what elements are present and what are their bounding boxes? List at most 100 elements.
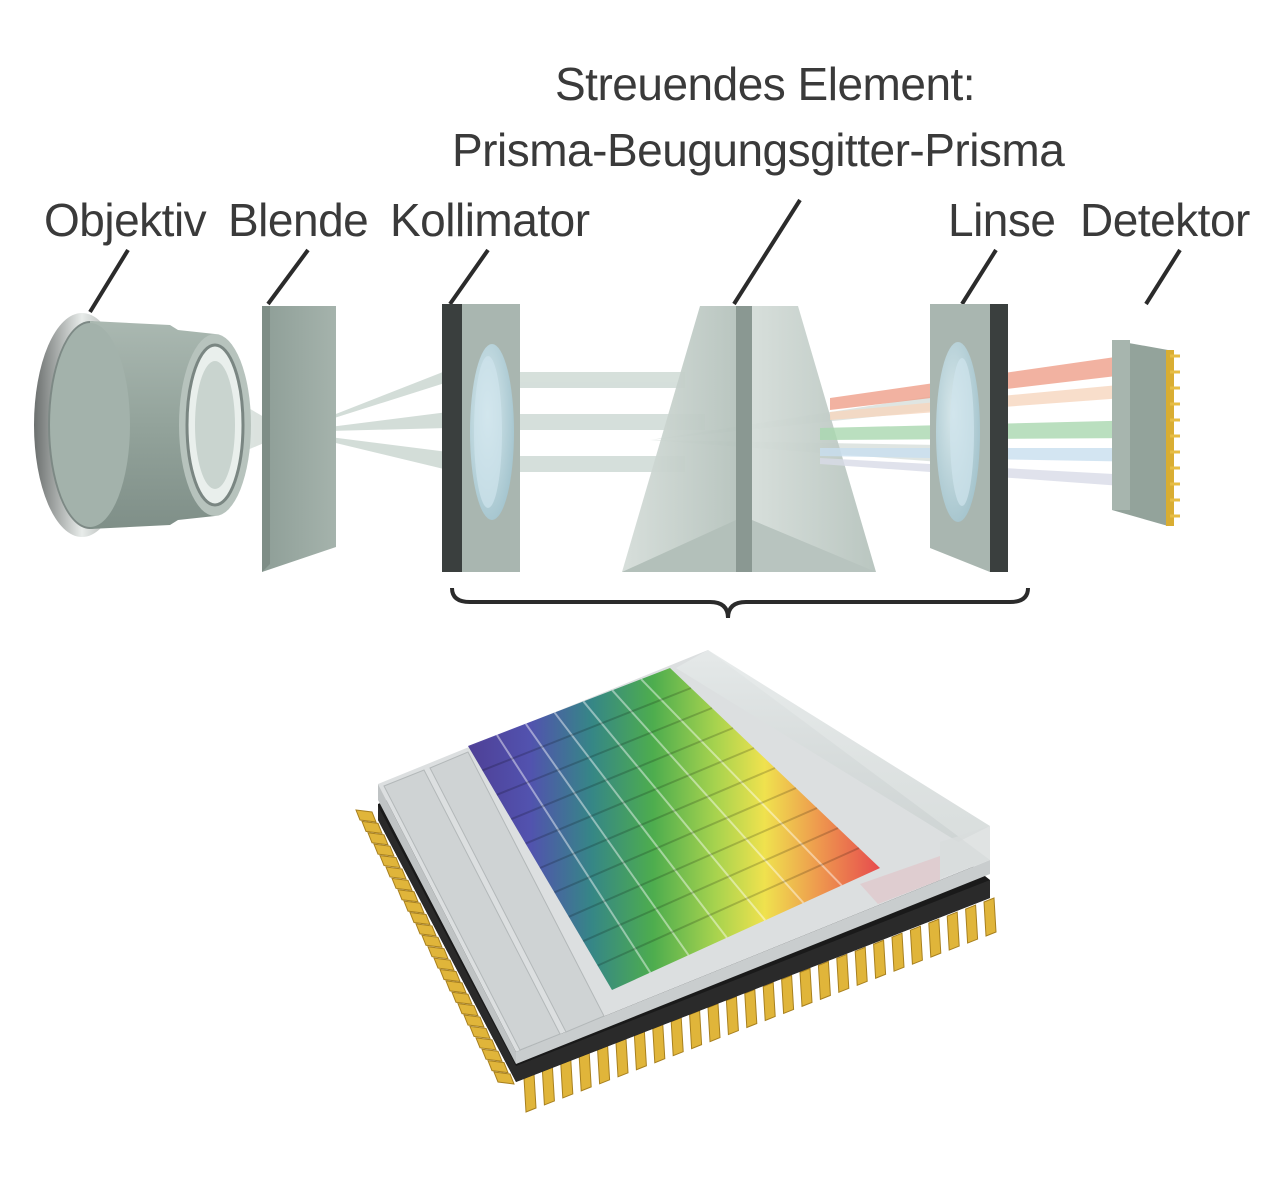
chip-pin bbox=[781, 974, 795, 1015]
pixel-grid-line bbox=[597, 847, 860, 967]
chip-pin bbox=[439, 968, 461, 983]
chip-pin bbox=[367, 832, 389, 846]
chip-pin bbox=[469, 1025, 491, 1040]
pixel-grid-line bbox=[554, 787, 797, 894]
leader-objektiv bbox=[88, 248, 130, 314]
chip-pin bbox=[836, 953, 850, 994]
chip-pin bbox=[427, 946, 449, 960]
leader-kollimator bbox=[448, 248, 490, 306]
chip-pin bbox=[817, 960, 831, 1001]
pixel-grid-line bbox=[496, 707, 713, 796]
chip-pin bbox=[397, 889, 419, 903]
pixel-grid-line bbox=[539, 767, 776, 869]
chip-pin bbox=[891, 932, 905, 972]
filter-stripes bbox=[496, 678, 843, 974]
chip-pins-left bbox=[355, 809, 515, 1085]
chip-pin bbox=[633, 1031, 647, 1071]
aperture-plate-icon bbox=[262, 306, 336, 572]
filter-stripe-divider bbox=[553, 711, 728, 939]
chip-pin bbox=[946, 911, 960, 951]
pixel-grid-line bbox=[582, 827, 839, 943]
chip-pin bbox=[475, 1037, 497, 1051]
chip-pin bbox=[670, 1016, 684, 1057]
chip-pin bbox=[799, 967, 813, 1008]
spectral-filter-array bbox=[468, 668, 880, 990]
chip-pin bbox=[965, 904, 979, 944]
collimator-lens-icon bbox=[442, 304, 520, 572]
filter-stripe-divider bbox=[611, 689, 805, 904]
beam-collimated-2 bbox=[505, 414, 705, 430]
chip-pin bbox=[854, 946, 868, 987]
chip-pin bbox=[385, 866, 407, 880]
label-linse: Linse bbox=[948, 194, 1055, 246]
filter-stripe-divider bbox=[496, 734, 652, 974]
chip-pin bbox=[487, 1060, 509, 1074]
objective-lens-icon bbox=[34, 313, 251, 537]
filter-stripe-divider bbox=[524, 723, 690, 956]
chip-pin bbox=[361, 820, 383, 834]
chip-pin bbox=[445, 980, 467, 994]
prism-grating-prism-icon bbox=[622, 306, 876, 572]
leader-lines bbox=[88, 198, 1182, 314]
label-streuendes-line1: Streuendes Element: bbox=[555, 58, 975, 110]
chip-pin bbox=[415, 923, 437, 937]
label-kollimator: Kollimator bbox=[390, 194, 590, 246]
pixel-grid bbox=[482, 687, 860, 967]
pixel-grid-line bbox=[525, 747, 755, 845]
leader-blende bbox=[266, 248, 310, 306]
focusing-lens-icon bbox=[930, 304, 1008, 572]
label-objektiv: Objektiv bbox=[44, 194, 207, 246]
pixel-column-gray-1 bbox=[383, 769, 561, 1051]
chip-pin bbox=[597, 1045, 611, 1085]
chip-pin bbox=[457, 1003, 479, 1017]
label-streuendes-line2: Prisma-Beugungsgitter-Prisma bbox=[452, 124, 1065, 176]
detector-chip-icon bbox=[1112, 340, 1180, 526]
label-blende: Blende bbox=[228, 194, 368, 246]
pixel-grid-line bbox=[568, 807, 818, 918]
chip-pin bbox=[355, 809, 377, 823]
chip-pin bbox=[983, 897, 997, 937]
chip-pin bbox=[615, 1038, 629, 1078]
pixel-column-gray-2 bbox=[429, 751, 605, 1033]
chip-pin bbox=[523, 1073, 537, 1113]
chip-cover-side bbox=[940, 826, 990, 878]
chip-pin bbox=[493, 1071, 515, 1085]
chip-pin bbox=[560, 1059, 574, 1099]
chip-pin bbox=[873, 939, 887, 979]
chip-pin bbox=[762, 981, 776, 1022]
chip-pin bbox=[463, 1014, 485, 1028]
labels: Streuendes Element: Prisma-Beugungsgitte… bbox=[44, 58, 1251, 246]
chip-pin bbox=[744, 988, 758, 1029]
chip-pin bbox=[391, 877, 413, 891]
chip-pin bbox=[379, 854, 401, 869]
chip-pin bbox=[421, 934, 443, 948]
chip-pin bbox=[909, 925, 923, 965]
beam-collimated-1 bbox=[505, 372, 685, 388]
curly-brace bbox=[450, 587, 1030, 619]
chip-cover-top bbox=[676, 650, 990, 842]
chip-pin bbox=[928, 918, 942, 958]
chip-pin bbox=[725, 995, 739, 1036]
pixel-grid-line bbox=[510, 727, 734, 821]
chip-pins-bottom bbox=[523, 897, 997, 1113]
sensor-chip-icon bbox=[355, 650, 997, 1113]
chip-pin bbox=[541, 1066, 555, 1106]
chip-pin bbox=[689, 1009, 703, 1050]
beam-collimated-3 bbox=[505, 456, 685, 472]
leader-streuendes bbox=[732, 198, 802, 306]
chip-pin bbox=[481, 1048, 503, 1062]
label-detektor: Detektor bbox=[1080, 194, 1250, 246]
filter-stripe-divider bbox=[582, 700, 766, 921]
chip-pin bbox=[433, 957, 455, 971]
chip-pin bbox=[451, 991, 473, 1005]
pixel-grid-line bbox=[482, 687, 692, 772]
chip-pin bbox=[403, 900, 425, 914]
chip-pin bbox=[409, 911, 431, 926]
filter-stripe-divider bbox=[640, 678, 843, 887]
leader-linse bbox=[960, 248, 998, 306]
leader-detektor bbox=[1144, 248, 1182, 306]
chip-pin bbox=[373, 843, 395, 857]
chip-pin bbox=[652, 1023, 666, 1064]
chip-pin bbox=[707, 1002, 721, 1043]
